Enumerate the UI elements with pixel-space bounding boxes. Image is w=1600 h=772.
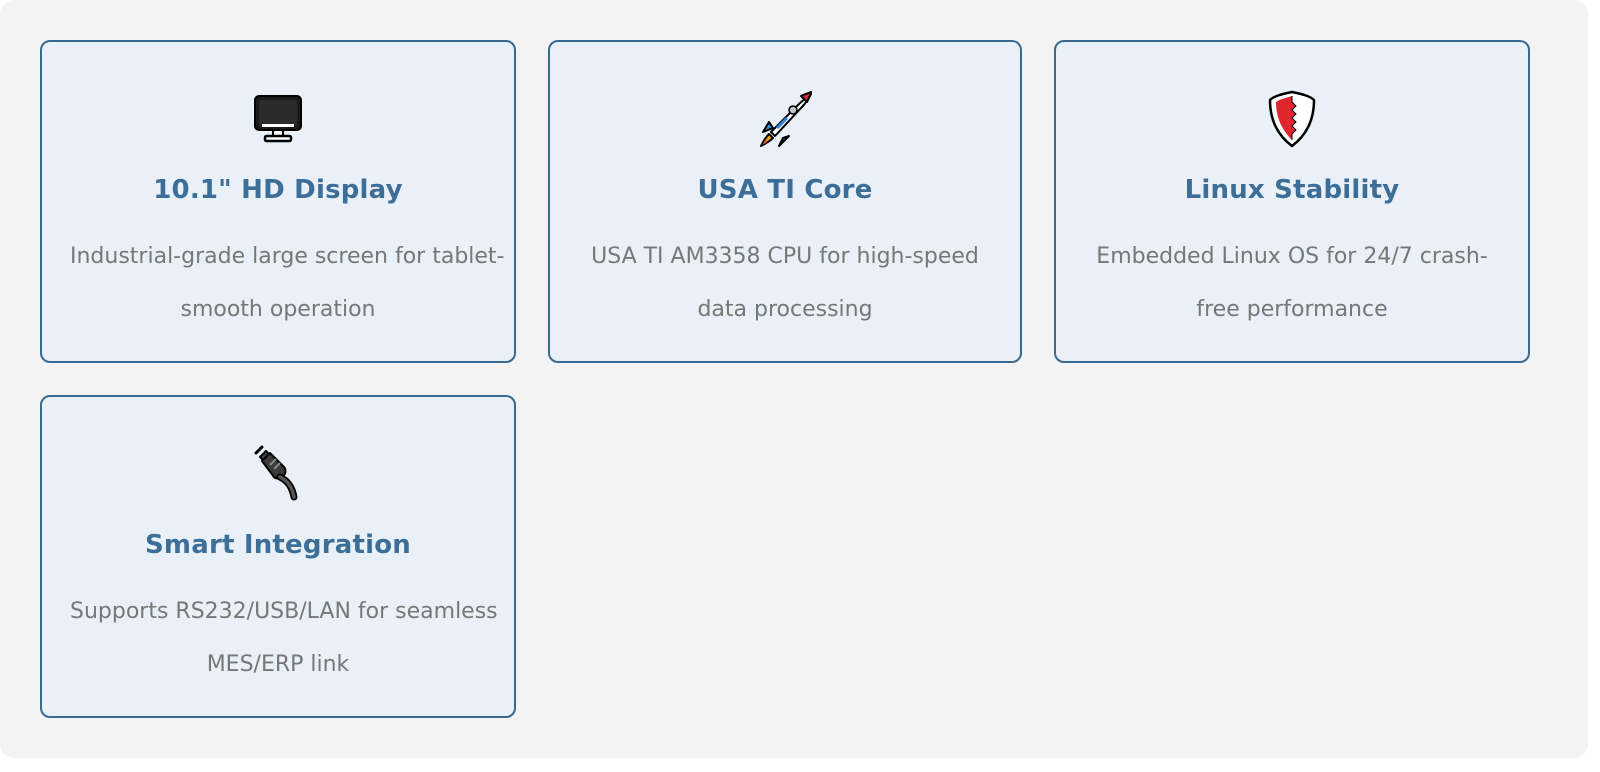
feature-description: Industrial-grade large screen for tablet…: [70, 230, 505, 336]
feature-description-line: USA TI AM3358 CPU for high-speed: [591, 244, 979, 269]
feature-title: Linux Stability: [1184, 175, 1400, 205]
feature-description: Supports RS232/USB/LAN for seamless MES/…: [70, 585, 498, 691]
feature-card-linux: Linux Stability Embedded Linux OS for 24…: [1054, 40, 1530, 363]
feature-description-line: Embedded Linux OS for 24/7 crash-: [1096, 244, 1488, 269]
feature-card-display: 10.1" HD Display Industrial-grade large …: [40, 40, 516, 363]
feature-description: Embedded Linux OS for 24/7 crash- free p…: [1084, 230, 1500, 336]
monitor-icon: [248, 88, 308, 148]
feature-description: USA TI AM3358 CPU for high-speed data pr…: [578, 230, 992, 336]
feature-description-line: MES/ERP link: [206, 652, 350, 677]
feature-description-line: smooth operation: [180, 297, 376, 322]
feature-description-line: Supports RS232/USB/LAN for seamless: [70, 599, 498, 624]
feature-title: USA TI Core: [697, 175, 873, 205]
features-panel: 10.1" HD Display Industrial-grade large …: [0, 0, 1588, 758]
feature-description-line: free performance: [1196, 297, 1388, 322]
rocket-icon: [755, 88, 815, 148]
feature-card-cpu: USA TI Core USA TI AM3358 CPU for high-s…: [548, 40, 1022, 363]
plug-icon: [248, 443, 308, 503]
feature-description-line: Industrial-grade large screen for tablet…: [70, 244, 505, 269]
feature-title: 10.1" HD Display: [153, 175, 403, 205]
feature-title: Smart Integration: [144, 530, 411, 560]
feature-card-integration: Smart Integration Supports RS232/USB/LAN…: [40, 395, 516, 718]
shield-icon: [1262, 88, 1322, 148]
feature-description-line: data processing: [697, 297, 873, 322]
